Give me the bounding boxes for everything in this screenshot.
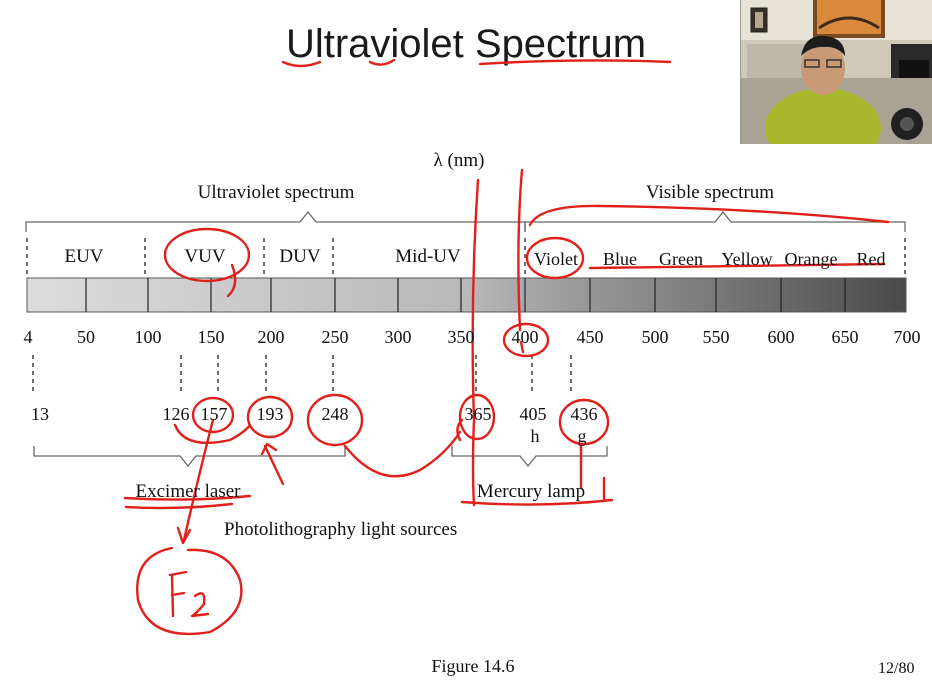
mercury-lamp-label: Mercury lamp <box>476 481 586 502</box>
visible-group-label: Visible spectrum <box>645 182 775 203</box>
mercury-brace <box>451 446 608 468</box>
source-405: 405 <box>519 404 547 424</box>
band-yellow: Yellow <box>721 249 773 269</box>
slide-title: Ultraviolet Spectrum <box>285 22 647 66</box>
scale-tick-label: 50 <box>77 327 95 347</box>
sources-label: Photolithography light sources <box>224 519 458 540</box>
figure-caption: Figure 14.6 <box>431 656 515 676</box>
scale-tick-label: 400 <box>511 327 539 347</box>
page-number: 12/80 <box>878 660 915 677</box>
uv-group-label: Ultraviolet spectrum <box>197 182 355 203</box>
excimer-brace <box>33 446 346 468</box>
scale-tick-label: 700 <box>893 327 921 347</box>
source-13: 13 <box>31 404 49 424</box>
band-red: Red <box>856 249 886 269</box>
band-mid-uv: Mid-UV <box>395 246 461 267</box>
presenter-webcam <box>740 0 932 144</box>
bar-scale-ticks <box>85 278 846 312</box>
scale-tick-label: 550 <box>702 327 730 347</box>
band-blue: Blue <box>603 249 637 269</box>
band-vuv: VUV <box>184 246 226 267</box>
handwritten-annotations <box>123 58 890 636</box>
scale-tick-label: 4 <box>23 327 33 347</box>
scale-tick-label: 250 <box>321 327 349 347</box>
band-violet: Violet <box>534 249 578 269</box>
band-separators <box>26 238 906 278</box>
source-157: 157 <box>200 404 228 424</box>
scale-tick-label: 150 <box>197 327 225 347</box>
scale-tick-label: 600 <box>767 327 795 347</box>
scale-tick-label: 450 <box>576 327 604 347</box>
source-drop-lines <box>32 355 572 395</box>
source-126: 126 <box>162 404 190 424</box>
line-letter-g: g <box>577 426 587 446</box>
visible-brace <box>524 210 906 232</box>
scale-tick-label: 500 <box>641 327 669 347</box>
axis-label: λ (nm) <box>433 150 485 171</box>
scale-tick-label: 200 <box>257 327 285 347</box>
band-orange: Orange <box>784 249 838 269</box>
line-letter-h: h <box>530 426 540 446</box>
scale-tick-label: 300 <box>384 327 412 347</box>
excimer-laser-label: Excimer laser <box>135 481 241 502</box>
scale-tick-label: 350 <box>447 327 475 347</box>
spectrum-bar <box>26 277 907 313</box>
band-duv: DUV <box>279 246 321 267</box>
source-436: 436 <box>570 404 598 424</box>
band-green: Green <box>659 249 703 269</box>
band-euv: EUV <box>64 246 104 267</box>
uv-brace <box>25 210 526 232</box>
source-193: 193 <box>256 404 284 424</box>
scale-tick-label: 650 <box>831 327 859 347</box>
source-248: 248 <box>321 404 349 424</box>
scale-tick-label: 100 <box>134 327 162 347</box>
source-365: 365 <box>464 404 492 424</box>
